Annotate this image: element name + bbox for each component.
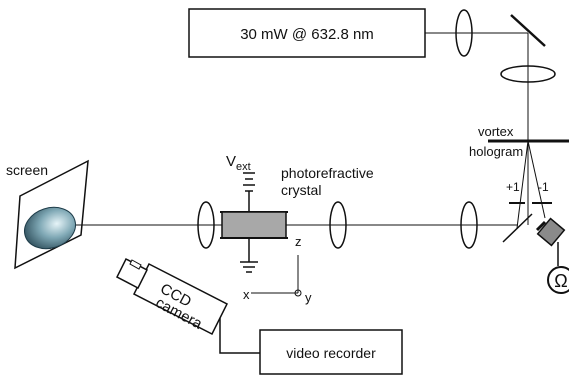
beam-splitter <box>502 213 533 243</box>
voltage-subscript: ext <box>236 161 251 173</box>
lens-main-2 <box>329 201 347 249</box>
lens-vertical <box>500 65 556 83</box>
screen: screen <box>6 159 89 270</box>
screen-plane <box>14 159 89 270</box>
voltage-source: Vext <box>226 153 255 212</box>
screen-spot <box>24 206 76 250</box>
axis-y-label: y <box>305 290 312 305</box>
laser-label: 30 mW @ 632.8 nm <box>240 26 374 43</box>
camera-lens-cap <box>129 259 142 270</box>
hologram-label-line2: hologram <box>469 144 523 159</box>
voltage-v: V <box>226 153 236 170</box>
screen-label: screen <box>6 162 48 178</box>
hologram-label-line1: vortex <box>478 124 514 139</box>
lens-main-3 <box>460 201 478 249</box>
order-minus1-label: -1 <box>538 180 549 194</box>
ground-symbol <box>240 238 258 273</box>
camera-cable <box>219 318 260 354</box>
coordinate-axes: z x y <box>243 234 312 305</box>
photodetector: Ω <box>535 217 569 294</box>
lens-laser <box>455 9 473 57</box>
lens-main-1 <box>197 201 215 249</box>
axis-z-label: z <box>295 234 302 249</box>
laser-source: 30 mW @ 632.8 nm <box>188 8 426 58</box>
video-recorder-label: video recorder <box>286 345 376 361</box>
crystal-label-line1: photorefractive <box>281 165 374 181</box>
ohm-symbol: Ω <box>554 271 567 291</box>
ohmmeter-circle <box>547 266 569 294</box>
beam-order-minus1 <box>527 140 546 219</box>
crystal-label-line2: crystal <box>281 182 321 198</box>
mirror-top <box>510 14 546 47</box>
axis-x-label: x <box>243 287 250 302</box>
ccd-camera: CCD camera <box>116 257 260 354</box>
video-recorder: video recorder <box>259 329 403 375</box>
photorefractive-crystal: photorefractive crystal <box>220 165 374 239</box>
order-plus1-label: +1 <box>506 180 520 194</box>
beam-order-plus1 <box>516 140 529 229</box>
crystal-body <box>221 211 287 239</box>
video-recorder-box <box>259 329 403 375</box>
voltage-label: Vext <box>226 153 251 173</box>
